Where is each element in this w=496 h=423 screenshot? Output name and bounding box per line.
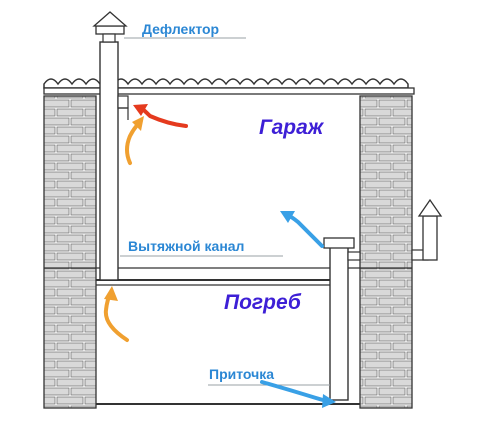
orange-arrow-icon (103, 286, 129, 342)
blue-arrow-icon (260, 380, 336, 408)
outside-supply-stack (411, 198, 443, 261)
supply-pipe (323, 237, 361, 401)
garage-label: Гараж (259, 116, 325, 139)
exhaust-pipe (99, 41, 129, 281)
cellar-label: Погреб (224, 291, 302, 314)
red-arrow-icon (133, 104, 188, 128)
left-brick-wall (43, 95, 97, 409)
blue-arrow-icon (280, 211, 324, 248)
right-brick-wall (359, 95, 413, 409)
roof (43, 78, 415, 95)
deflector-cap (92, 11, 128, 43)
exhaust-channel-label: Вытяжной канал (128, 238, 244, 254)
orange-arrow-icon (125, 116, 144, 165)
inflow-label: Приточка (209, 366, 274, 382)
deflector-label: Дефлектор (142, 21, 219, 37)
